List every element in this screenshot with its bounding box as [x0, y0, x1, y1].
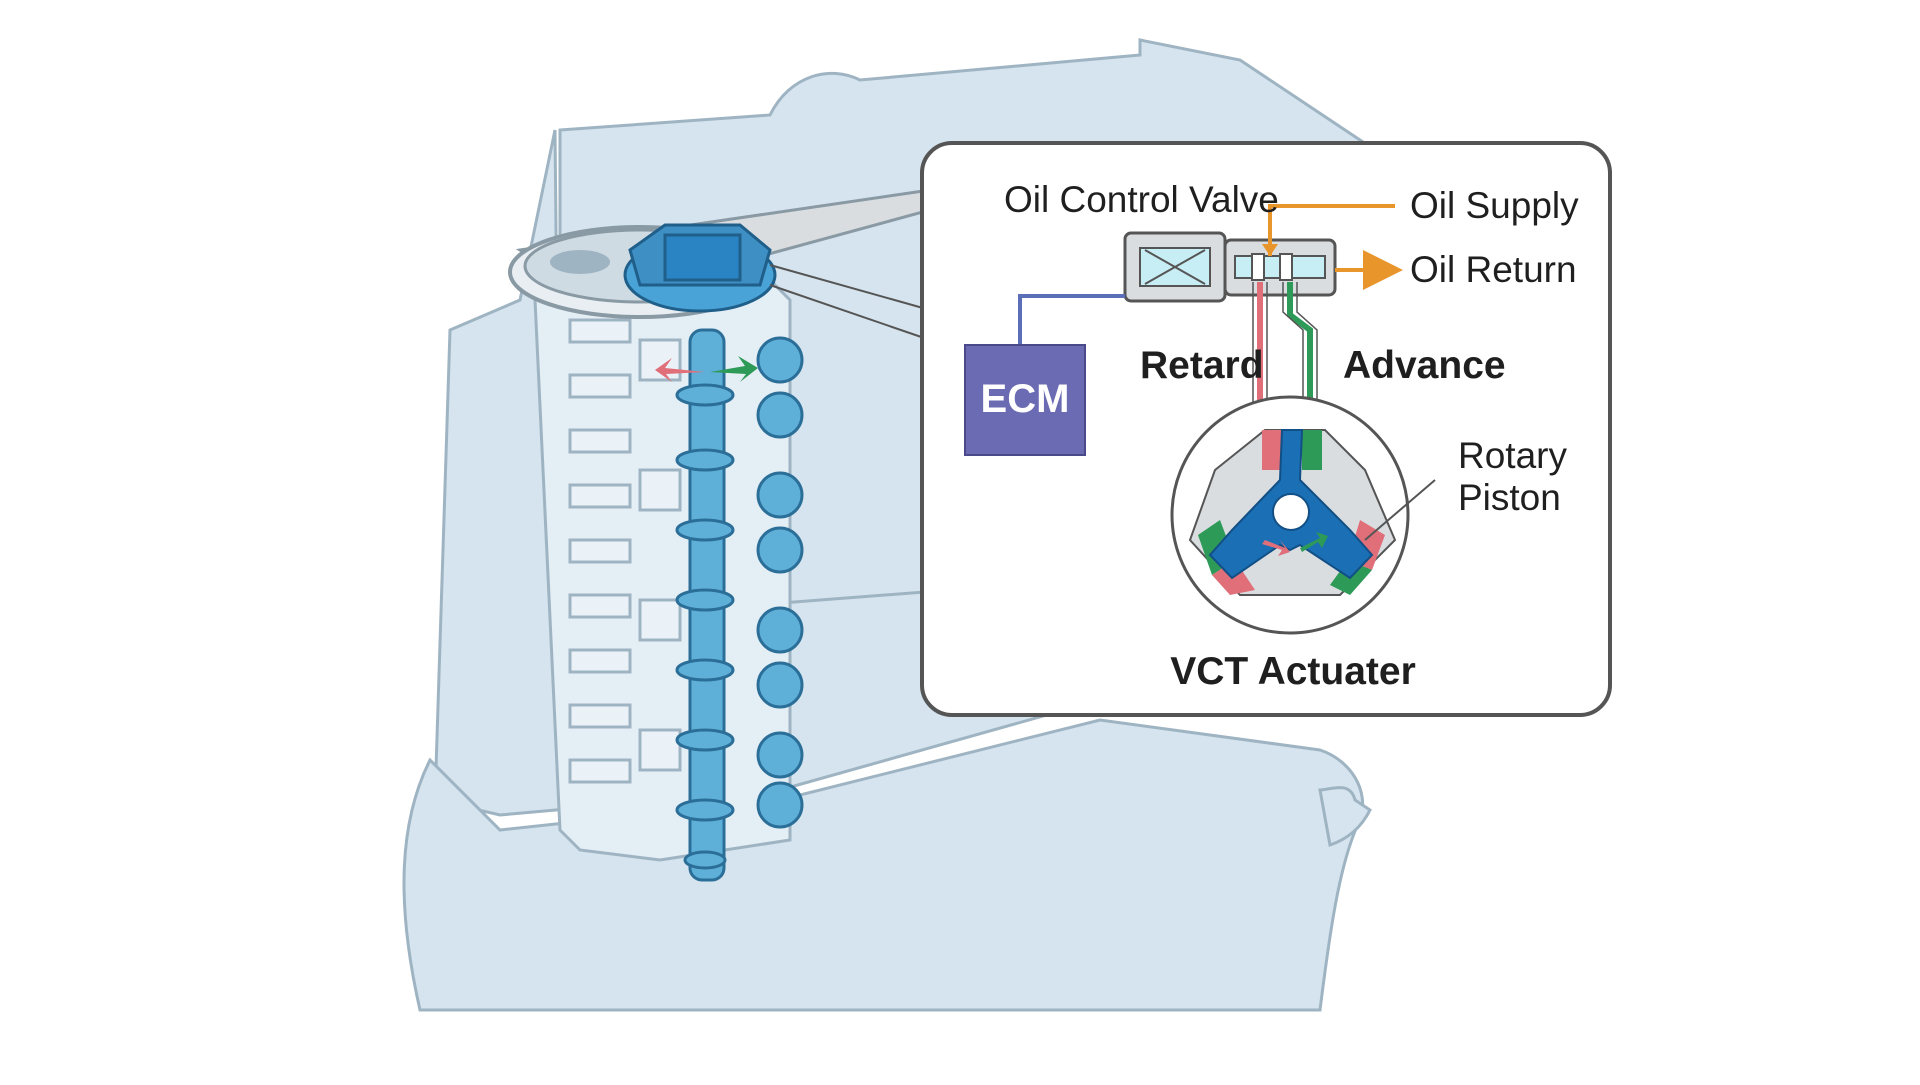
- advance-arrow-icon: [710, 356, 758, 382]
- retard-arrow-icon: [655, 358, 705, 382]
- oil-supply-label: Oil Supply: [1410, 185, 1579, 226]
- advance-label: Advance: [1343, 344, 1506, 387]
- oil-supply-arrow-icon: [1262, 244, 1278, 256]
- ecm-box: ECM: [964, 344, 1086, 456]
- vct-rotary-actuator-icon: [1170, 395, 1410, 635]
- engine-lower-cowl: [402, 718, 1365, 1012]
- oil-return-label: Oil Return: [1410, 249, 1577, 290]
- oil-supply-line: [1268, 204, 1395, 256]
- rotary-piston-label-line2: Piston: [1458, 477, 1561, 518]
- advance-oil-line: [1287, 282, 1313, 440]
- retard-label: Retard: [1140, 344, 1264, 387]
- camshaft-icon: [623, 223, 804, 882]
- ecm-label: ECM: [981, 377, 1070, 421]
- oil-control-valve-label: Oil Control Valve: [1004, 179, 1279, 220]
- rotary-piston-leader: [1364, 479, 1436, 541]
- engine-handle: [1318, 786, 1372, 847]
- vct-actuater-label: VCT Actuater: [1170, 650, 1416, 693]
- rotary-piston-label-line1: Rotary: [1458, 435, 1567, 476]
- ecm-signal-line: [1018, 294, 1125, 345]
- oil-control-valve-icon: [1123, 231, 1337, 303]
- cylinder-ribs: [568, 318, 682, 784]
